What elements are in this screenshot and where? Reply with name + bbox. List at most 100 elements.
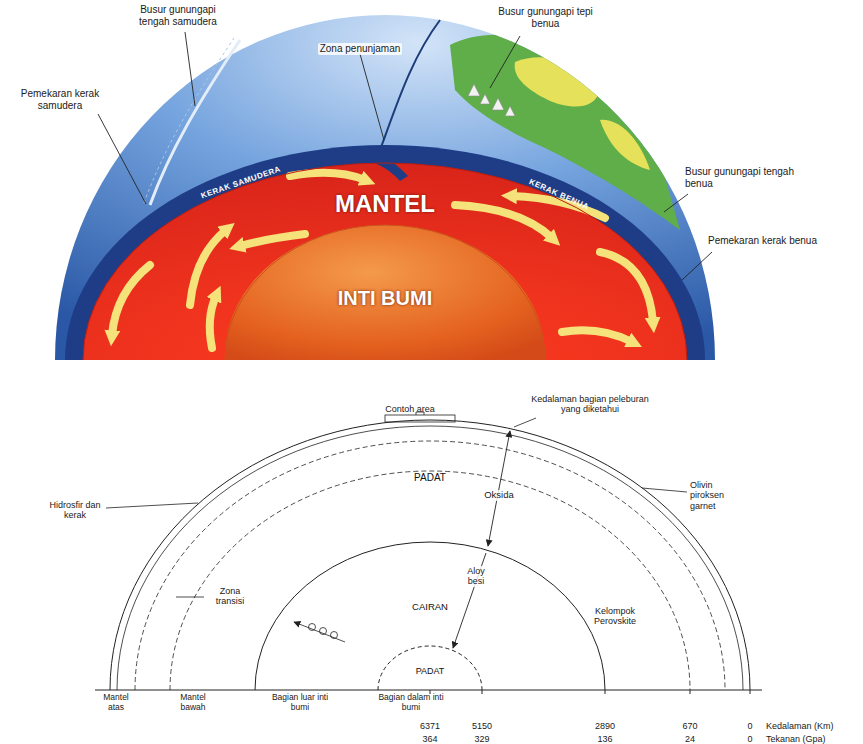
label-holder: Kedalaman bagian peleburan yang diketahu… xyxy=(530,394,650,416)
top-leader-lines xyxy=(664,194,688,212)
callout-label: Tekanan (Gpa) xyxy=(766,734,826,744)
mantle-region: MANTEL INTI BUMI xyxy=(83,163,687,360)
shape-outline xyxy=(110,420,750,690)
scale-value: 136 xyxy=(597,734,612,744)
region-label: PADAT xyxy=(110,472,750,484)
region-label: CAIRAN xyxy=(255,602,605,613)
label-holder: Busur gunungapi tepi benua xyxy=(488,6,603,31)
callout-label: Bagian luar inti bumi xyxy=(270,693,330,713)
callout-label: Mantel bawah xyxy=(168,693,218,713)
layer-section xyxy=(170,471,690,690)
top-leader-lines xyxy=(490,36,520,88)
scale-value: 0 xyxy=(747,721,752,731)
convection-arrows xyxy=(210,296,216,348)
subducting-slab xyxy=(364,150,408,181)
label-holder: 670 xyxy=(672,715,708,733)
convection-arrows xyxy=(240,234,305,246)
layer-section xyxy=(514,418,536,427)
callout-label: Busur gunungapi tengah benua xyxy=(685,166,805,189)
label-holder: Hidrosfir dan kerak xyxy=(46,500,104,522)
mantle-fill xyxy=(83,163,687,360)
convection-arrows xyxy=(600,252,653,322)
label-holder: Mantel bawah xyxy=(168,693,218,714)
callout-label: Pemekaran kerak samudera xyxy=(4,88,116,111)
label-holder: Pemekaran kerak benua xyxy=(708,230,818,248)
top-leader-lines xyxy=(682,252,712,280)
label-holder: 6371 xyxy=(412,715,448,733)
top-leader-lines xyxy=(98,114,146,204)
scale-value: 0 xyxy=(747,734,752,744)
label-holder: Busur gunungapi tengah benua xyxy=(685,166,805,191)
continent xyxy=(515,57,600,106)
callout-label: Pemekaran kerak benua xyxy=(708,235,817,247)
core-region: INTI BUMI xyxy=(225,225,545,360)
layer-section xyxy=(385,415,455,422)
label-holder: Zona penunjaman xyxy=(310,38,410,56)
layer-section xyxy=(488,431,510,546)
convection-arrows xyxy=(290,173,365,180)
region-label: INTI BUMI xyxy=(225,287,545,310)
callout-label: Contoh area xyxy=(385,404,435,414)
convection-arrows xyxy=(562,330,632,342)
shape-outline-path xyxy=(225,225,545,360)
label-holder: Bagian luar inti bumi xyxy=(270,693,330,714)
label-holder: Aloy besi xyxy=(461,566,491,588)
core-fill xyxy=(225,225,545,360)
outer-core-shell: CAIRAN PADAT xyxy=(255,542,605,690)
callout-label: Oksida xyxy=(482,490,516,501)
earth-cutaway xyxy=(55,15,715,360)
convection-arrows xyxy=(112,265,150,335)
shape-outline-path xyxy=(255,542,605,690)
layer-section xyxy=(294,622,345,642)
trench xyxy=(380,20,440,150)
crust-band xyxy=(65,145,705,360)
label-holder: Olivin piroksen garnet xyxy=(690,480,738,513)
layer-section xyxy=(605,690,606,694)
label-holder: Bagian dalam inti bumi xyxy=(378,693,444,714)
label-holder: Mantel atas xyxy=(96,693,136,714)
callout-label: Olivin piroksen garnet xyxy=(690,480,738,511)
callout-label: Busur gunungapi tepi benua xyxy=(488,6,603,29)
top-leader-lines xyxy=(360,54,384,140)
label-holder: Kedalaman (Km) xyxy=(766,715,858,733)
shape-outline-path xyxy=(83,163,687,360)
callout-label: Hidrosfir dan kerak xyxy=(46,500,104,521)
callout-label: Kedalaman (Km) xyxy=(766,721,834,731)
continent xyxy=(468,84,515,116)
label-holder: Busur gunungapi tengah samudera xyxy=(128,4,228,29)
top-leader-lines xyxy=(98,32,712,280)
label-holder: 2890 xyxy=(587,715,623,733)
layer-section xyxy=(95,690,762,691)
region-label: PADAT xyxy=(378,666,482,676)
layer-section xyxy=(750,690,751,694)
layer-section xyxy=(331,632,338,639)
label-holder: Pemekaran kerak samudera xyxy=(4,88,116,113)
callout-label: Kedalaman bagian peleburan yang diketahu… xyxy=(530,394,650,415)
label-holder: 0 xyxy=(732,715,768,733)
callout-label: Aloy besi xyxy=(461,566,491,587)
top-leader-lines xyxy=(185,32,195,106)
convection-arrows xyxy=(190,230,226,305)
callout-label: Busur gunungapi tengah samudera xyxy=(128,4,228,27)
callout-label: Zona transisi xyxy=(206,586,254,607)
scale-value: 670 xyxy=(682,721,697,731)
scale-value: 6371 xyxy=(420,721,440,731)
layer-section xyxy=(176,597,204,598)
ocean-surface xyxy=(55,15,715,360)
label-holder: Zona transisi xyxy=(206,586,254,608)
inner-core-shell: PADAT xyxy=(378,646,482,690)
callout-label: Bagian dalam inti bumi xyxy=(378,693,444,713)
region-label: MANTEL xyxy=(83,190,687,218)
label-holder: Kelompok Perovskite xyxy=(585,606,645,628)
callout-label: Mantel atas xyxy=(96,693,136,713)
layer-section xyxy=(320,628,327,635)
scale-value: 24 xyxy=(685,734,695,744)
label-holder: Contoh area xyxy=(380,398,440,416)
layer-section xyxy=(642,488,687,492)
layer-section xyxy=(309,624,316,631)
continent xyxy=(600,120,650,170)
scale-value: 2890 xyxy=(595,721,615,731)
scale-value: 329 xyxy=(474,734,489,744)
scale-value: 364 xyxy=(422,734,437,744)
